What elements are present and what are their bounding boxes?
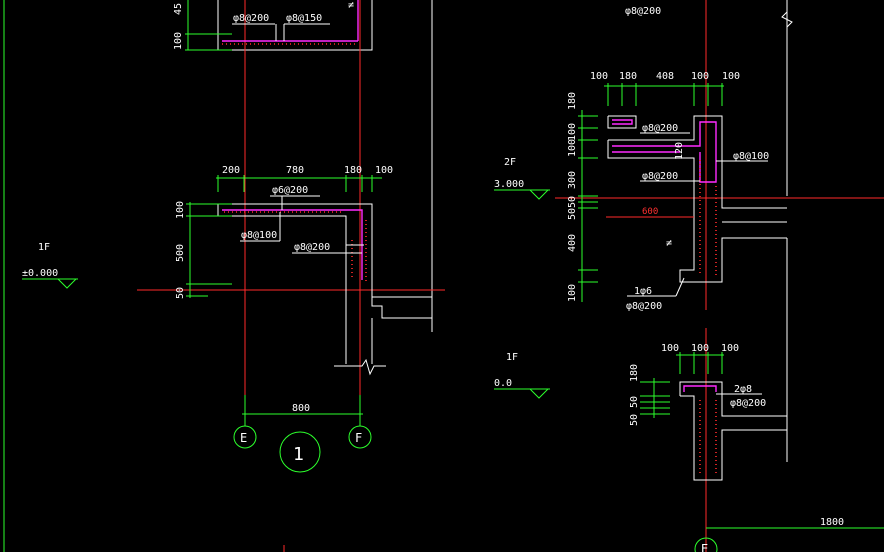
rebar-label-2f-4: 1φ6: [634, 286, 652, 297]
cap-outline-2f: [607, 115, 637, 129]
axis-bubble-e-right[interactable]: [694, 537, 718, 552]
dim-1f-top-4: 100: [375, 165, 393, 176]
level-value-1f: ±0.000: [22, 268, 58, 279]
dim-top-100: 100: [173, 32, 184, 50]
axis-bubble-f[interactable]: [348, 425, 372, 449]
level-triangle-0: [529, 388, 549, 399]
dim-1f-left-2: 500: [175, 244, 186, 262]
outline-0-top: [679, 381, 787, 417]
dim-2f-left-3: 100: [567, 139, 578, 157]
rebar-label-top-1: φ8@200: [233, 13, 269, 24]
dim-2f-left-1: 180: [567, 92, 578, 110]
section-mark-2f: ≠: [666, 238, 672, 249]
slab-outline-top: [217, 0, 373, 51]
dim-2f-left-5: 50: [567, 196, 578, 208]
level-triangle-1f: [57, 278, 77, 289]
rebar-label-0-2: φ8@200: [730, 398, 766, 409]
beam-lower-2f: [607, 140, 787, 283]
dim-2f-inner-120: 120: [674, 142, 685, 160]
detail-top: 45 100 φ8@200 φ8@150 ≠: [173, 0, 433, 395]
axis-bubble-e[interactable]: [233, 425, 257, 449]
dim-2f-top-3: 408: [656, 71, 674, 82]
dim-2f-top-4: 100: [691, 71, 709, 82]
dim-0-top-3: 100: [721, 343, 739, 354]
rebar-cap-2f: [612, 119, 633, 125]
section-mark-top: ≠: [348, 0, 354, 11]
rebar-label-top-2: φ8@150: [286, 13, 322, 24]
dim-0-left-3: 50: [629, 414, 640, 426]
red-dim-600: 600: [642, 207, 658, 217]
detail-2f: φ8@200 2F 3.000 600 100 180 408: [494, 0, 884, 312]
detail-number-circle[interactable]: [279, 431, 321, 473]
dim-1f-top-3: 180: [344, 165, 362, 176]
dim-0-top-1: 100: [661, 343, 679, 354]
dim-0-left-1: 180: [629, 364, 640, 382]
dim-0-left-2: 50: [629, 396, 640, 408]
rebar-label-1f-3: φ8@200: [294, 242, 330, 253]
break-mark-2f: [781, 11, 793, 28]
dim-2f-left-4: 300: [567, 171, 578, 189]
outline-0-bottom: [680, 395, 787, 481]
beam-outline-2f: [608, 115, 787, 209]
rebar-label-2f-5: φ8@200: [626, 301, 662, 312]
beam-step-1f: [371, 297, 432, 319]
dim-1f-top-1: 200: [222, 165, 240, 176]
rebar-label-2f-1: φ8@200: [642, 123, 678, 134]
dim-top-45: 45: [173, 3, 184, 15]
level-name-1f: 1F: [38, 242, 50, 253]
rebar-main-1f: [222, 209, 363, 280]
rebar-0: [683, 385, 717, 392]
axis-label-e: E: [240, 431, 247, 445]
slab-outline-1f: [217, 203, 432, 298]
dim-0-top-2: 100: [691, 343, 709, 354]
rebar-label-0-1: 2φ8: [734, 384, 752, 395]
axis-label-e-right: E: [701, 542, 708, 552]
leader-2f-4-diag: [675, 277, 685, 297]
rebar-main-2f: [612, 121, 717, 183]
dim-1f-left-1: 100: [175, 201, 186, 219]
dim-1800: 1800: [820, 517, 844, 528]
level-value-0: 0.0: [494, 378, 512, 389]
axis-label-f: F: [355, 431, 362, 445]
slab-inner-outline-1f: [218, 215, 347, 364]
axis-dim-800: 800: [292, 403, 310, 414]
detail-1f: 1F ±0.000 200 780 180 100 100: [22, 165, 445, 473]
rebar-label-2f-2: φ8@100: [733, 151, 769, 162]
rebar-label-2f-3: φ8@200: [642, 171, 678, 182]
level-triangle-2f: [529, 189, 549, 200]
level-value-2f: 3.000: [494, 179, 524, 190]
label-top-right: φ8@200: [625, 6, 661, 17]
dim-2f-left-7: 400: [567, 234, 578, 252]
dim-1f-top-2: 780: [286, 165, 304, 176]
level-name-0: 1F: [506, 352, 518, 363]
detail-number: 1: [293, 444, 304, 465]
dim-1f-left-3: 50: [175, 287, 186, 299]
rebar-label-1f-2: φ8@100: [241, 230, 277, 241]
dim-2f-left-8: 100: [567, 284, 578, 302]
dim-2f-left-2: 100: [567, 123, 578, 141]
dim-2f-top-1: 100: [590, 71, 608, 82]
dim-2f-left-6: 50: [567, 208, 578, 220]
level-name-2f: 2F: [504, 157, 516, 168]
break-line-1f: [334, 358, 386, 376]
dim-2f-top-5: 100: [722, 71, 740, 82]
dim-2f-top-2: 180: [619, 71, 637, 82]
detail-0: 1F 0.0 100 100 100 180 50 50 2φ8 φ8@200 …: [494, 238, 884, 552]
rebar-label-1f-1: φ6@200: [272, 185, 308, 196]
